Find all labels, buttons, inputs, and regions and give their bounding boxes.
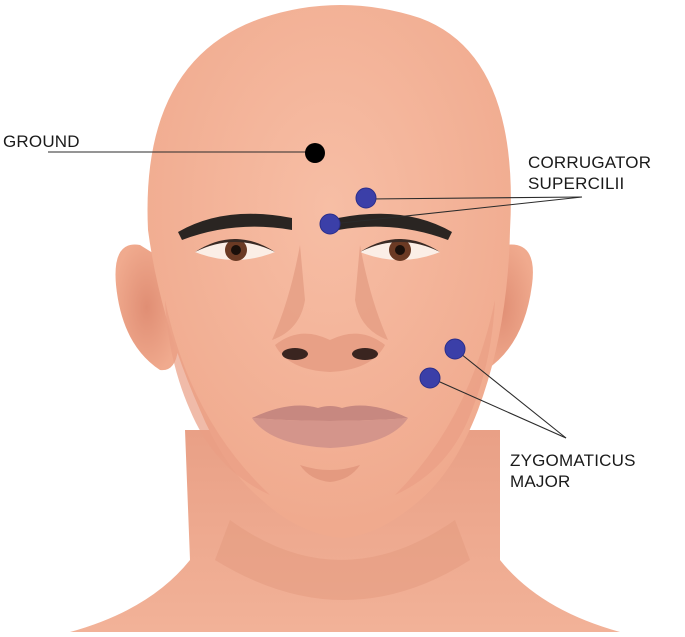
zygomaticus-label-line1: ZYGOMATICUS: [510, 451, 636, 471]
corrugator-electrode-1: [356, 188, 376, 208]
right-pupil: [395, 245, 405, 255]
ground-electrode: [305, 143, 325, 163]
corrugator-label-line2: SUPERCILII: [528, 174, 624, 194]
corrugator-electrode-2: [320, 214, 340, 234]
zygomaticus-label-line2: MAJOR: [510, 472, 571, 492]
corrugator-label-line1: CORRUGATOR: [528, 153, 651, 173]
zygomaticus-electrode-1: [445, 339, 465, 359]
zygomaticus-electrode-2: [420, 368, 440, 388]
left-nostril: [282, 348, 308, 360]
right-nostril: [352, 348, 378, 360]
ground-label: GROUND: [3, 132, 80, 152]
left-pupil: [231, 245, 241, 255]
